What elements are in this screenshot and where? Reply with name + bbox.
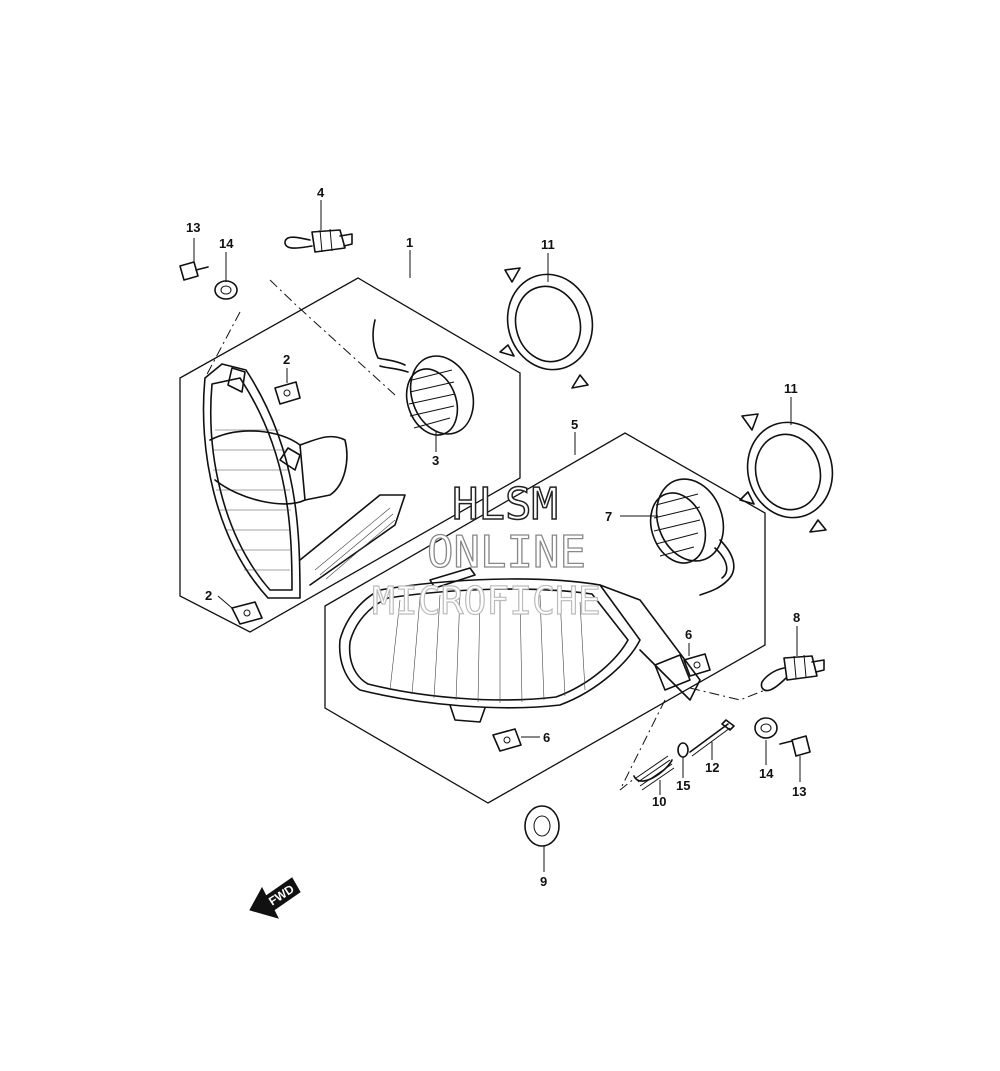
clip-nut-upper-right[interactable]	[683, 653, 711, 677]
callout-11-upper: 11	[541, 237, 555, 252]
adjuster-screw[interactable]	[689, 719, 735, 757]
bulb-socket-right[interactable]	[641, 470, 735, 596]
callout-2-upper: 2	[283, 352, 290, 367]
fwd-direction-marker: FWD	[249, 877, 301, 919]
callout-15: 15	[676, 778, 690, 793]
callout-14-right: 14	[759, 766, 774, 781]
assembly-line-grommet-left	[204, 311, 241, 379]
watermark-line-1: HLSM	[452, 479, 558, 530]
headlamp-left[interactable]	[202, 363, 406, 599]
bulb-left[interactable]	[284, 228, 353, 253]
assembly-line-bulb-left	[269, 279, 396, 396]
adjuster-spring[interactable]	[633, 755, 675, 791]
callout-8: 8	[793, 610, 800, 625]
bulb-right[interactable]	[760, 654, 825, 692]
callout-6-lower: 6	[543, 730, 550, 745]
grommet-large[interactable]	[524, 805, 560, 847]
watermark-line-2: ONLINE	[427, 527, 586, 578]
watermark-line-3: MICROFICHE	[372, 579, 601, 623]
callout-5: 5	[571, 417, 578, 432]
callout-10: 10	[652, 794, 666, 809]
clip-nut-lower-right[interactable]	[492, 728, 522, 752]
assembly-line-adjuster	[619, 699, 666, 791]
callout-1: 1	[406, 235, 413, 250]
arrow-left-down-icon	[249, 877, 301, 919]
clip-nut-upper-left[interactable]	[274, 381, 301, 405]
callout-11-lower: 11	[784, 381, 798, 396]
callout-2-lower: 2	[205, 588, 212, 603]
callout-4: 4	[317, 185, 325, 200]
callout-3: 3	[432, 453, 439, 468]
clip-nut-lower-left[interactable]	[231, 601, 263, 625]
callout-6-upper: 6	[685, 627, 692, 642]
bulb-socket-left[interactable]	[372, 319, 484, 443]
callout-7: 7	[605, 509, 612, 524]
retainer-ring-upper[interactable]	[497, 265, 603, 389]
grommet-left[interactable]	[214, 280, 238, 300]
grommet-right[interactable]	[754, 717, 778, 739]
bolt-left[interactable]	[179, 261, 209, 281]
callout-9: 9	[540, 874, 547, 889]
callout-13-left: 13	[186, 220, 200, 235]
assembly-box-left	[179, 277, 521, 633]
bolt-right[interactable]	[779, 735, 811, 757]
adjuster-washer[interactable]	[677, 742, 689, 758]
callout-12: 12	[705, 760, 719, 775]
assembly-box-right	[324, 432, 766, 804]
assembly-line-bulb-right	[689, 687, 766, 701]
retainer-ring-lower[interactable]	[737, 413, 843, 533]
callout-13-right: 13	[792, 784, 806, 799]
headlamp-right[interactable]	[338, 567, 701, 723]
callout-14-left: 14	[219, 236, 234, 251]
